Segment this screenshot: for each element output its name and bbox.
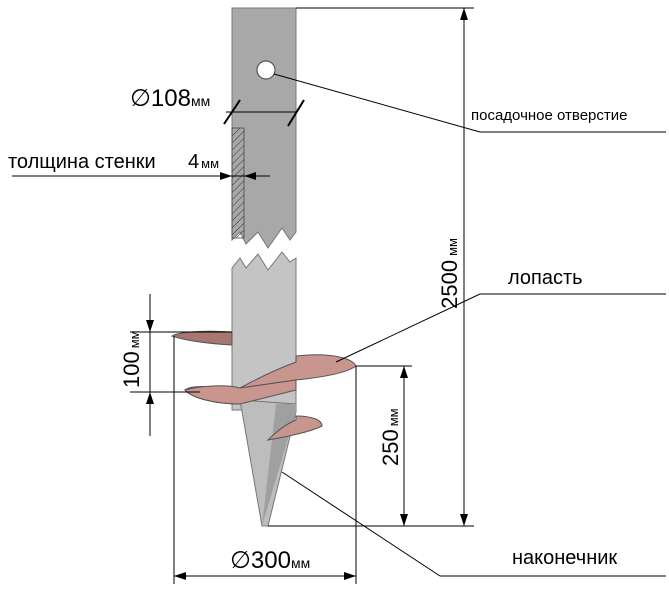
dim-wall-arrow-left bbox=[244, 172, 256, 180]
dim-2500-value: 2500мм bbox=[437, 238, 462, 309]
callout-hole-leader bbox=[273, 73, 481, 133]
mounting-hole-icon bbox=[256, 60, 276, 80]
wall-section-hatch bbox=[231, 127, 245, 239]
callout-tip-leader bbox=[281, 471, 441, 577]
dim-250-value: 250мм bbox=[378, 408, 403, 466]
blade-front-lower bbox=[266, 415, 323, 441]
blade-front bbox=[239, 354, 357, 389]
blade-band bbox=[184, 379, 297, 405]
wall-thickness-label: толщина стенки bbox=[8, 151, 156, 173]
dim-2500-arrow-top bbox=[460, 8, 468, 20]
dim-250-arrow-top bbox=[400, 366, 408, 378]
dim-2500-arrow-bottom bbox=[460, 514, 468, 526]
dim-250-arrow-bottom bbox=[400, 514, 408, 526]
dim-100-value: 100мм bbox=[119, 330, 144, 388]
callout-mounting-hole: посадочное отверстие bbox=[471, 107, 627, 124]
dim-100-arrow-bottom bbox=[146, 392, 154, 404]
dim-100-arrow-top bbox=[146, 320, 154, 332]
dim-300-arrow-left bbox=[174, 572, 186, 580]
dim-108-tick-right bbox=[287, 99, 305, 127]
dim-108-tick-left bbox=[223, 99, 241, 125]
dim-108-label: ∅108мм bbox=[130, 85, 210, 112]
dim-wall-arrow-right bbox=[220, 172, 232, 180]
callout-tip: наконечник bbox=[512, 547, 617, 569]
dim-300-label: ∅300мм bbox=[230, 547, 310, 574]
callout-blade-leader bbox=[335, 293, 481, 363]
dim-300-arrow-right bbox=[344, 572, 356, 580]
blade-back-upper bbox=[170, 330, 233, 346]
callout-blade: лопасть bbox=[508, 267, 583, 289]
